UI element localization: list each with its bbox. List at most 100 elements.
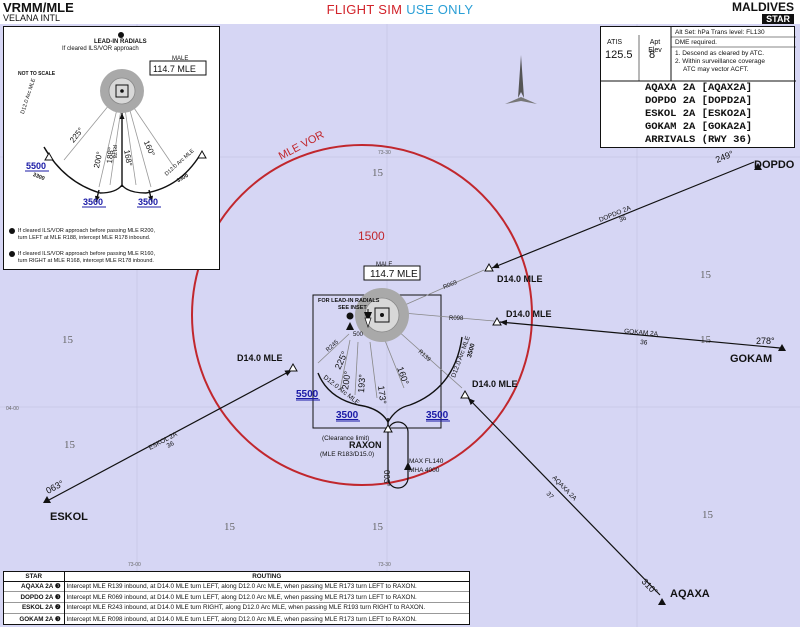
inset-vor-name: MALE (172, 56, 189, 62)
row-star: ESKOL 2A (21, 604, 54, 612)
banner-red: FLIGHT SIM (326, 2, 403, 17)
inset-note-3: If cleared ILS/VOR approach before passi… (18, 251, 155, 257)
row-note: ❸ (54, 615, 61, 623)
svg-text:15: 15 (62, 334, 74, 346)
row-routing: Intercept MLE R069 inbound, at D14.0 MLE… (64, 591, 469, 603)
raxon-clearance: (Clearance limit) (322, 435, 369, 442)
airport-code: VRMM/MLE (3, 0, 74, 15)
lat-label: 04-00 (6, 406, 19, 412)
svg-text:15: 15 (64, 439, 76, 451)
waypoint-aqaxa: AQAXA (670, 588, 710, 600)
country: MALDIVES (731, 0, 794, 14)
lon-label-right: 73-30 (378, 562, 391, 568)
not-to-scale: NOT TO SCALE (18, 71, 56, 77)
svg-text:3500: 3500 (426, 410, 449, 421)
radial-r098: R098 (449, 316, 464, 322)
eskol-route (46, 369, 293, 502)
raxon-hold-arrow (404, 462, 412, 470)
chart-type-badge: STAR (762, 14, 794, 24)
inset-min-alt-3500: 3500 (83, 197, 104, 207)
mle-vor-symbol (355, 288, 409, 342)
vor-freq-box (363, 265, 421, 281)
row-routing: Intercept MLE R243 inbound, at D14.0 MLE… (64, 602, 469, 614)
table-row: AQAXA 2A ❸ Intercept MLE R139 inbound, a… (4, 580, 469, 592)
row-star: DOPDO 2A (20, 593, 54, 601)
procedure-name: GOKAM 2A [GOKA2A] (644, 121, 753, 133)
dopdo-route-dist: 36 (618, 215, 628, 224)
raxon-max: MAX FL140 (409, 458, 444, 465)
gokam-route-dist: 36 (640, 339, 648, 347)
grid-msa-values: 15 15 15 15 15 15 15 15 (62, 167, 714, 533)
svg-text:3500: 3500 (336, 410, 359, 421)
inset-vor-freq: 114.7 MLE (153, 64, 196, 74)
inset-subtitle: If cleared ILS/VOR approach (62, 46, 139, 52)
procedure-name: AQAXA 2A [AQAX2A] (644, 82, 753, 94)
svg-text:15: 15 (372, 521, 384, 533)
raxon-definition: (MLE R183/D15.0) (320, 451, 374, 458)
inset-min-alt-5500: 5500 (26, 161, 47, 171)
atis-label: ATIS (607, 39, 623, 46)
raxon-holding (387, 421, 409, 489)
arc-east-alt: 3500 (466, 342, 477, 358)
raxon-hold-course: 003° (382, 470, 391, 487)
eskol-route-dist: 36 (166, 440, 176, 450)
info-box: ATIS 125.5 Apt Elev 8 Alt Set: hPa Trans… (600, 26, 796, 148)
d14-gokam: D14.0 MLE (506, 309, 552, 319)
alt-500: 500 (353, 332, 364, 338)
col-routing: ROUTING (64, 572, 469, 582)
row-note: ❸ (54, 593, 61, 601)
radial-173: 173° (376, 385, 388, 405)
procedure-name: ESKOL 2A [ESKO2A] (644, 108, 753, 120)
vor-box-name: MALE (376, 262, 392, 268)
svg-text:15: 15 (702, 509, 714, 521)
airport-name: VELANA INTL (3, 13, 61, 23)
arc-west (317, 372, 359, 406)
bearing-gokam: 278° (756, 336, 775, 346)
row-note: ❷ (54, 604, 61, 612)
lead-in-pointer (364, 312, 372, 322)
d14-waypoints (288, 262, 502, 399)
note-2-cont: ATC may vector ACFT. (683, 66, 749, 73)
radial-r069: R069 (443, 280, 459, 291)
radial-200: 200° (340, 370, 353, 390)
elevation-value: 8 (649, 49, 656, 61)
inset-min-alt-3500: 3500 (138, 197, 159, 207)
raxon-triangle (383, 423, 393, 433)
waypoint-gokam: GOKAM (730, 353, 772, 365)
raxon-mha: MHA 4000 (409, 467, 440, 474)
row-star: GOKAM 2A (19, 615, 54, 623)
gokam-route-name: GOKAM 2A (624, 328, 659, 338)
note-1: 1. Descend as cleared by ATC. (675, 50, 765, 57)
d14-eskol: D14.0 MLE (237, 353, 283, 363)
lead-in-label-2: SEE INSET (338, 305, 367, 311)
aqaxa-route (467, 397, 661, 596)
waypoint-raxon: RAXON (349, 440, 382, 450)
table-row: GOKAM 2A ❸ Intercept MLE R098 inbound, a… (4, 612, 469, 625)
circle-msa: 1500 (358, 229, 385, 243)
alt-set: Alt Set: hPa Trans level: FL130 (675, 29, 765, 36)
lead-in-label: FOR LEAD-IN RADIALS (318, 298, 380, 304)
row-star: AQAXA 2A (21, 582, 54, 590)
inset-radial-178: R178 (111, 145, 117, 159)
table-row: DOPDO 2A ❸ Intercept MLE R069 inbound, a… (4, 591, 469, 603)
banner-blue: USE ONLY (406, 2, 474, 17)
aqaxa-route-dist: 37 (545, 491, 555, 501)
inset-note-2: If cleared ILS/VOR approach before passi… (18, 228, 155, 234)
waypoint-eskol: ESKOL (50, 511, 88, 523)
dme-required: DME required. (675, 39, 717, 46)
atis-frequency: 125.5 (605, 49, 633, 61)
row-routing: Intercept MLE R098 inbound, at D14.0 MLE… (64, 612, 469, 625)
routing-table: STAR ROUTING AQAXA 2A ❸ Intercept MLE R1… (3, 571, 470, 625)
table-row: ESKOL 2A ❷ Intercept MLE R243 inbound, a… (4, 602, 469, 614)
d14-aqaxa: D14.0 MLE (472, 379, 518, 389)
mle-vor-circle (191, 144, 533, 486)
procedure-name: ARRIVALS (RWY 36) (644, 134, 753, 146)
inset-title: LEAD-IN RADIALS (94, 39, 147, 45)
svg-text:5500: 5500 (296, 389, 319, 400)
minimum-altitudes: 5500 3500 3500 (296, 389, 449, 421)
lead-in-radials (317, 269, 495, 399)
elevation-label: Apt Elev (648, 39, 662, 54)
grid-label-top: 73-30 (378, 150, 391, 156)
dopdo-route (491, 161, 755, 269)
vor-box-freq: 114.7 MLE (370, 269, 418, 280)
